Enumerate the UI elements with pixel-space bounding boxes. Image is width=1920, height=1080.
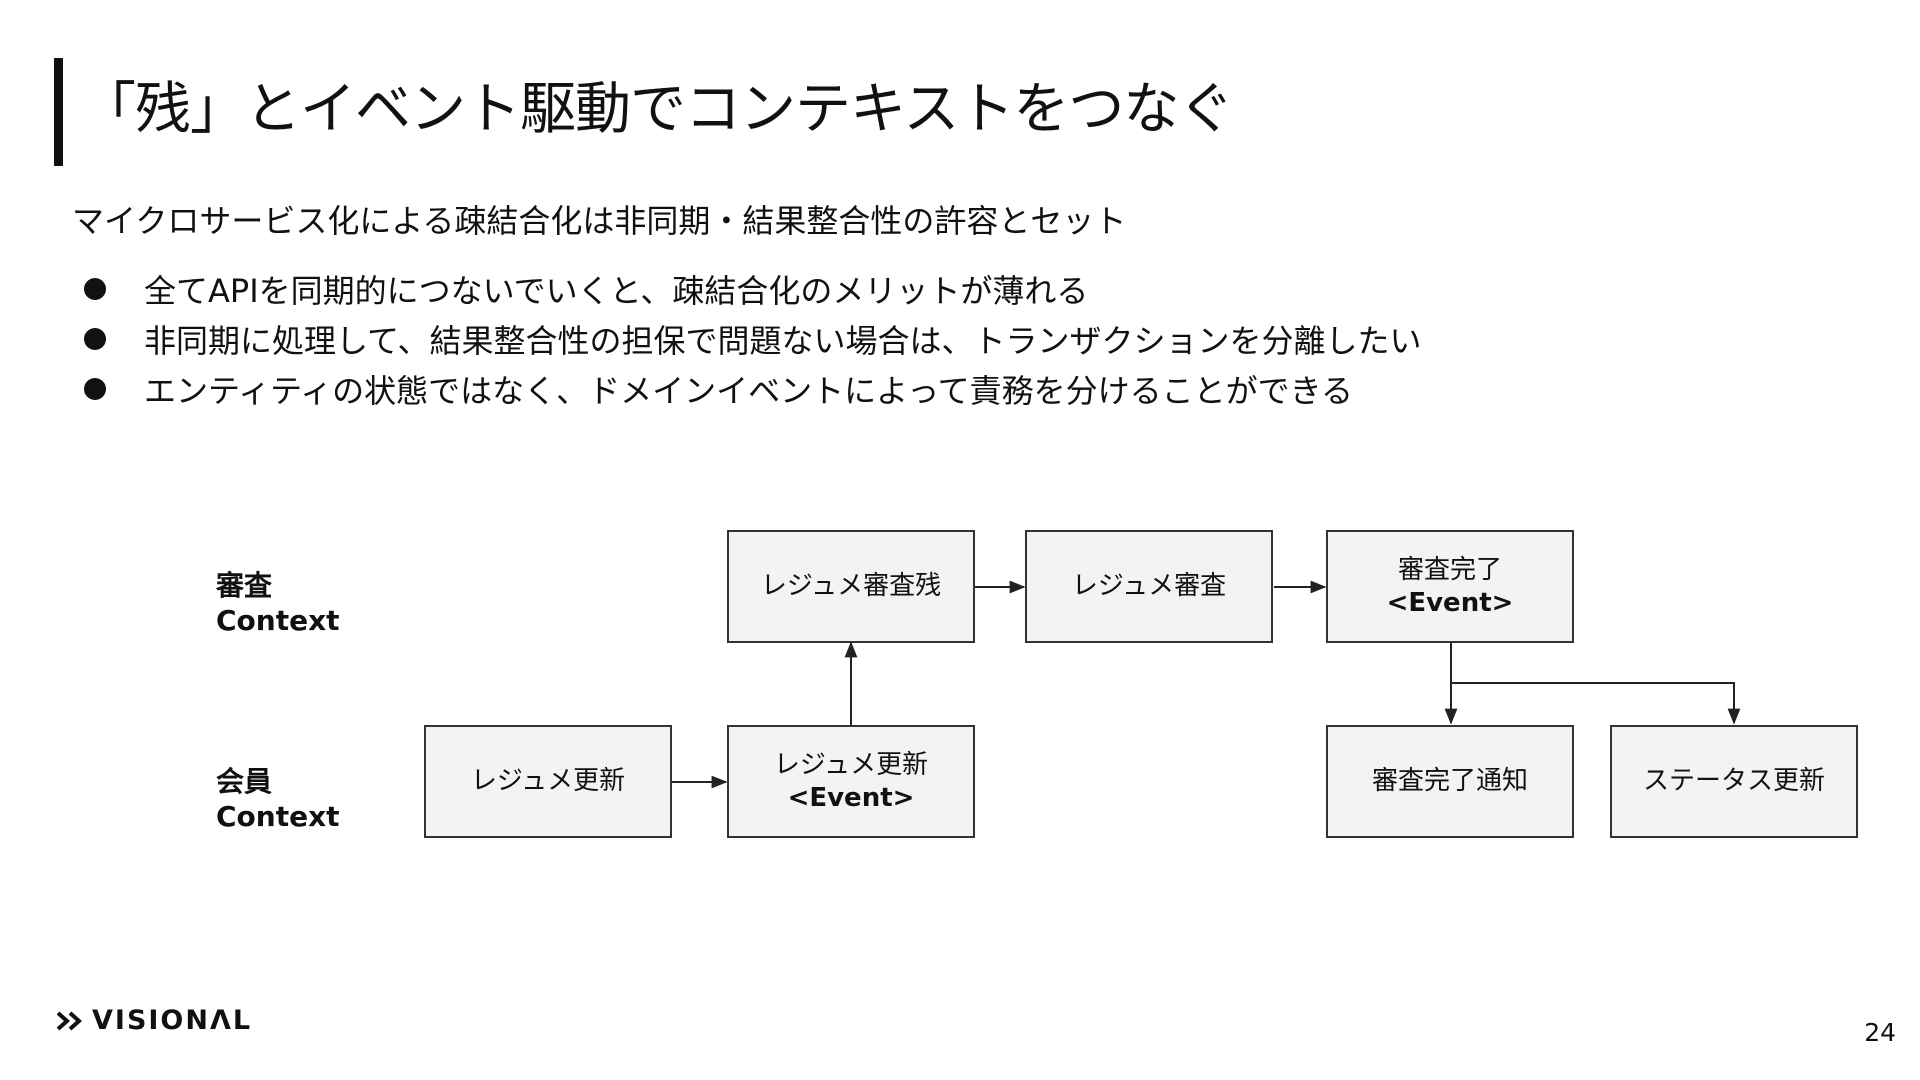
node-resume-update-event: レジュメ更新 <Event> <box>727 725 975 838</box>
bullet-text: 全てAPIを同期的につないでいくと、疎結合化のメリットが薄れる <box>144 272 1089 310</box>
double-chevron-right-icon <box>56 1011 83 1030</box>
slide-title: 「残」とイベント駆動でコンテキストをつなぐ <box>80 77 1234 142</box>
node-status-update: ステータス更新 <box>1610 725 1858 838</box>
member-context-suffix: Context <box>216 800 340 833</box>
bullet-dot: ● <box>84 278 106 300</box>
node-label: レジュメ更新 <box>470 766 626 796</box>
node-label: ステータス更新 <box>1642 766 1825 796</box>
node-review-done-notice: 審査完了通知 <box>1326 725 1574 838</box>
node-label: 審査完了 <box>1397 554 1502 585</box>
member-context-label: 会員 Context <box>216 764 340 834</box>
member-context-name: 会員 <box>216 765 273 798</box>
node-resume-update: レジュメ更新 <box>424 725 672 838</box>
node-event-tag: <Event> <box>787 782 915 813</box>
slide-subtitle: マイクロサービス化による疎結合化は非同期・結果整合性の許容とセット <box>72 202 1127 240</box>
node-label: 審査完了通知 <box>1371 766 1528 796</box>
node-label: レジュメ審査残 <box>760 571 942 601</box>
node-label: レジュメ更新 <box>773 749 929 780</box>
logo-wordmark: VISIONΛL <box>92 1005 253 1036</box>
page-number: 24 <box>1864 1018 1896 1047</box>
node-resume-review: レジュメ審査 <box>1025 530 1273 643</box>
review-context-suffix: Context <box>216 604 340 637</box>
node-review-done-event: 審査完了 <Event> <box>1326 530 1574 643</box>
bullet-dot: ● <box>84 328 106 350</box>
visional-logo: VISIONΛL <box>56 1005 252 1036</box>
node-resume-review-remaining: レジュメ審査残 <box>727 530 975 643</box>
title-accent-bar <box>54 58 63 166</box>
bullet-dot: ● <box>84 378 106 400</box>
review-context-name: 審査 <box>216 569 273 602</box>
edge-done-event-to-status-update <box>1451 682 1741 725</box>
bullet-text: エンティティの状態ではなく、ドメインイベントによって責務を分けることができる <box>144 372 1353 410</box>
review-context-label: 審査 Context <box>216 568 340 638</box>
node-event-tag: <Event> <box>1386 587 1514 618</box>
bullet-text: 非同期に処理して、結果整合性の担保で問題ない場合は、トランザクションを分離したい <box>144 322 1422 360</box>
node-label: レジュメ審査 <box>1071 571 1227 601</box>
